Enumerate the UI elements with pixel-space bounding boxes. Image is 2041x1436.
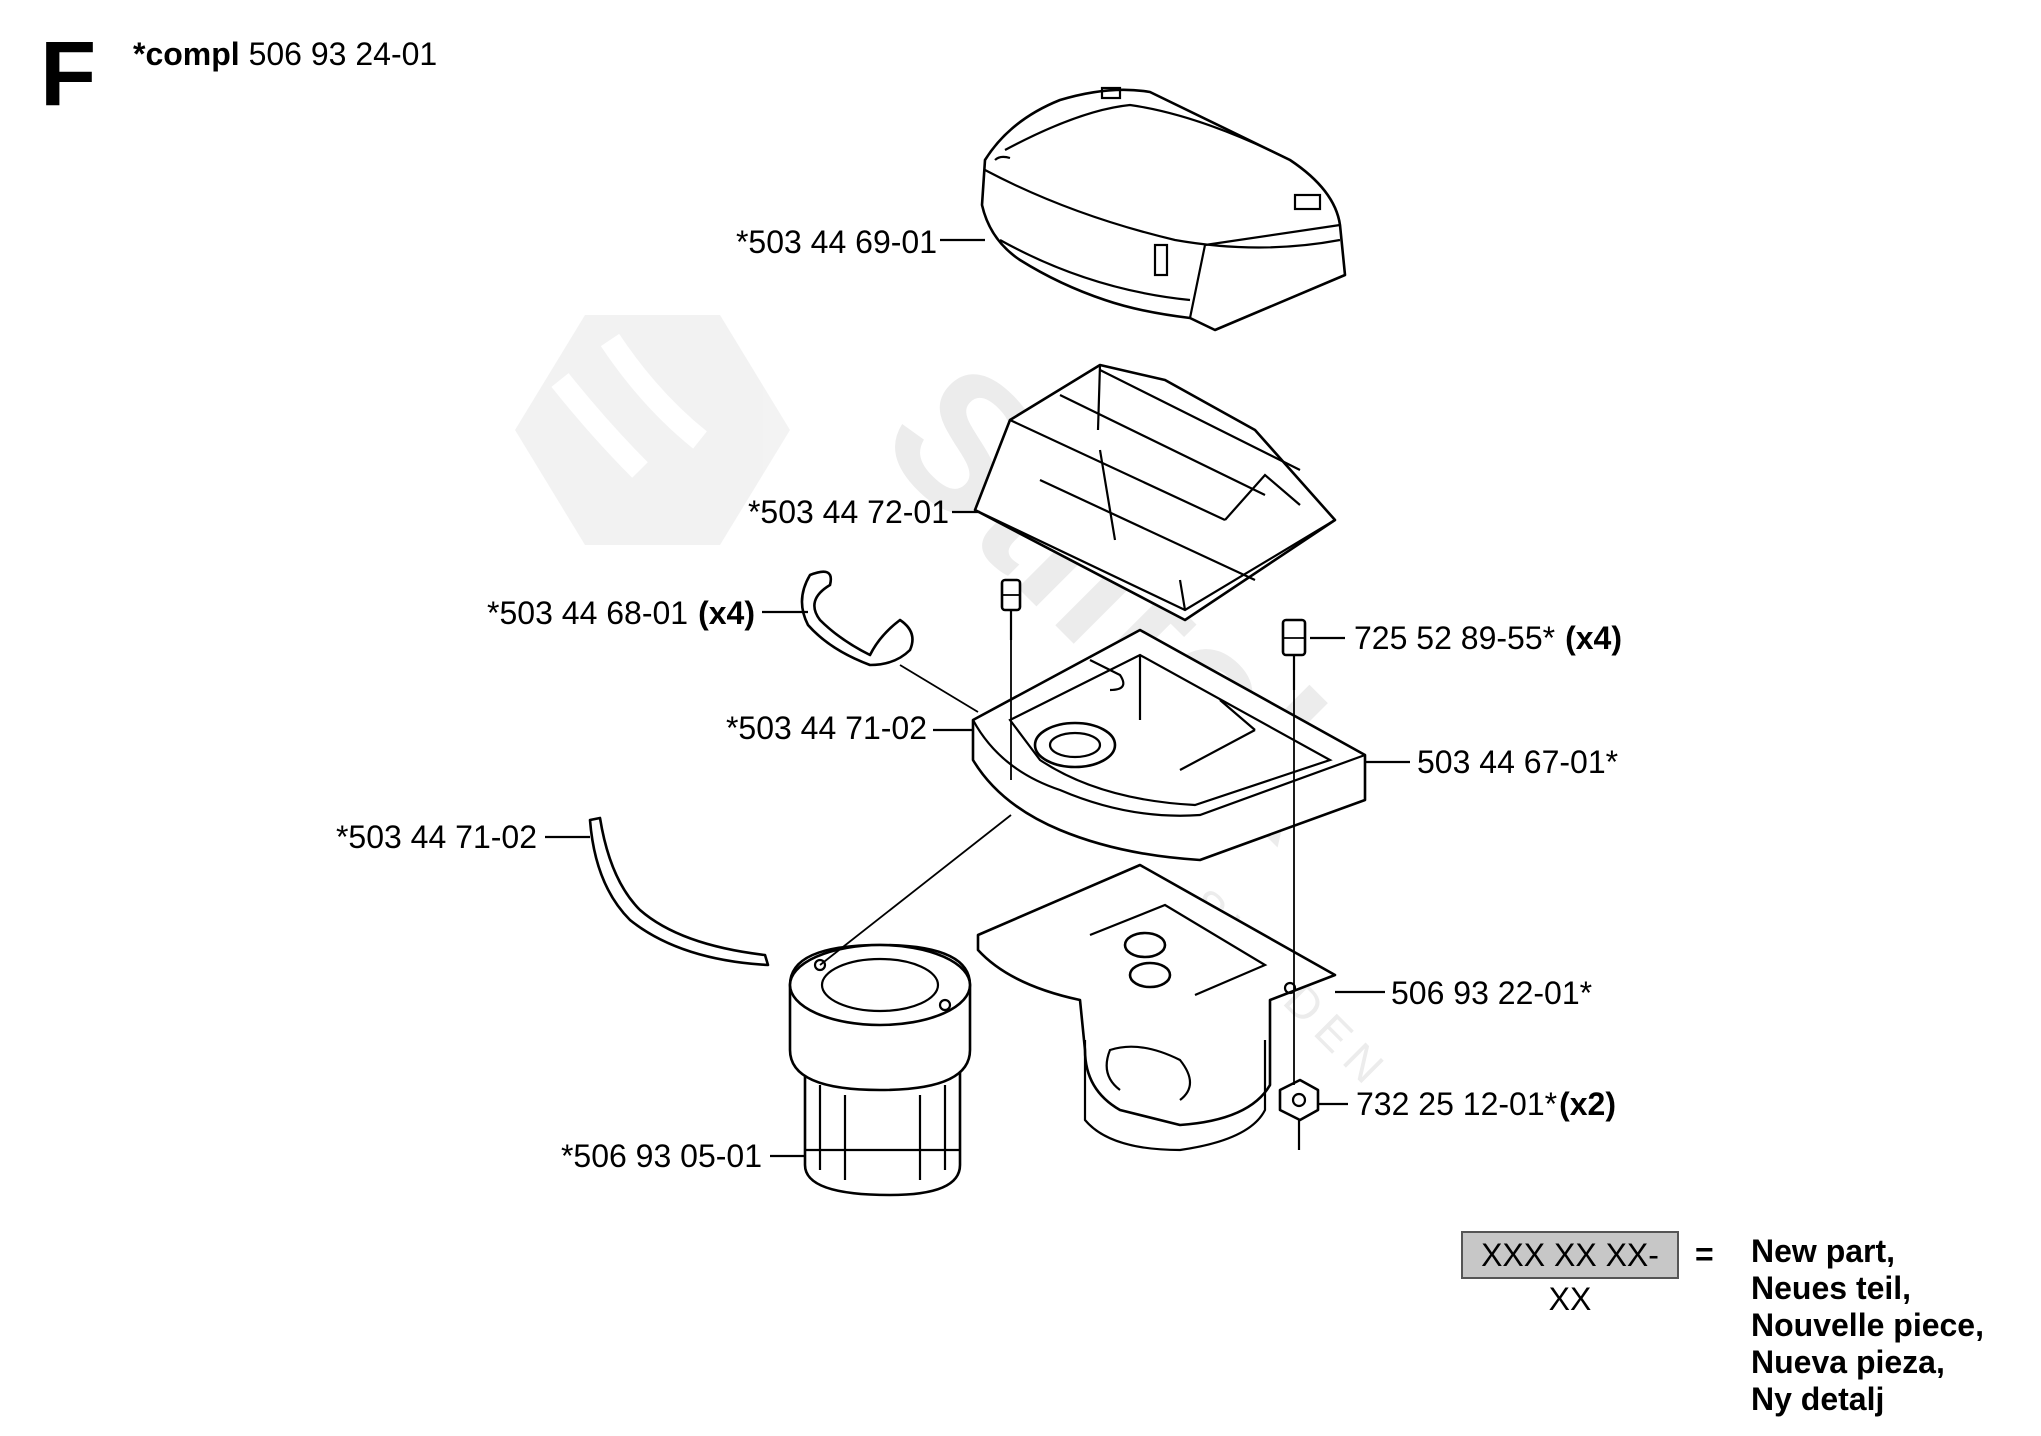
part-label: 732 25 12-01*(x2)	[1356, 1088, 1616, 1120]
part-number: 725 52 89-55*	[1354, 620, 1556, 656]
part-number: *503 44 71-02	[725, 710, 927, 746]
part-number: *503 44 68-01	[487, 595, 689, 631]
watermark-logo	[515, 315, 790, 545]
legend-line: Ny detalj	[1751, 1381, 1885, 1417]
part-label: *503 44 71-02	[726, 712, 927, 744]
screw-right	[1281, 618, 1307, 690]
part-label: 725 52 89-55*(x4)	[1354, 622, 1622, 654]
part-number: *503 44 71-02	[335, 819, 537, 855]
part-number: *503 44 69-01	[735, 224, 937, 260]
part-label: *503 44 69-01	[736, 226, 937, 258]
legend-line: Nouvelle piece,	[1751, 1307, 1984, 1343]
filter-holder	[971, 628, 1367, 862]
leader-lines	[545, 238, 1410, 1158]
part-number: *506 93 05-01	[560, 1138, 762, 1174]
pre-filter	[788, 943, 972, 1197]
legend-line: Nueva pieza,	[1751, 1344, 1945, 1380]
compl-number: 506 93 24-01	[248, 36, 438, 72]
legend-equals: =	[1695, 1236, 1714, 1272]
legend-line: New part,	[1751, 1233, 1896, 1269]
part-label: *506 93 05-01	[561, 1140, 762, 1172]
part-number: 732 25 12-01*	[1356, 1086, 1558, 1122]
part-number: *503 44 72-01	[747, 494, 949, 530]
section-letter: F	[40, 23, 97, 125]
part-label: *503 44 71-02	[336, 821, 537, 853]
nut	[1278, 1078, 1320, 1150]
legend-new-part-swatch: XXX XX XX-XX	[1461, 1231, 1679, 1317]
legend-line: Neues teil,	[1751, 1270, 1912, 1306]
part-label: 503 44 67-01*	[1417, 746, 1618, 778]
part-label: *503 44 68-01(x4)	[487, 597, 755, 629]
assembly-guide-lines	[819, 640, 1295, 1085]
part-quantity: (x2)	[1559, 1086, 1616, 1122]
part-number: 506 93 22-01*	[1391, 975, 1593, 1011]
air-filter-cover	[980, 86, 1347, 332]
part-label: *503 44 72-01	[748, 496, 949, 528]
part-number: 503 44 67-01*	[1417, 744, 1619, 780]
mounting-bracket	[976, 863, 1337, 1152]
screw-left	[1000, 578, 1022, 640]
complete-assembly-number: *compl 506 93 24-01	[133, 38, 437, 70]
retaining-clip	[800, 570, 914, 667]
sealing-strip	[588, 816, 770, 967]
part-quantity: (x4)	[1565, 620, 1622, 656]
legend-text: New part, Neues teil, Nouvelle piece, Nu…	[1751, 1233, 1984, 1418]
compl-keyword: *compl	[133, 36, 240, 72]
part-label: 506 93 22-01*	[1391, 977, 1592, 1009]
part-quantity: (x4)	[698, 595, 755, 631]
air-filter-element	[973, 363, 1337, 622]
